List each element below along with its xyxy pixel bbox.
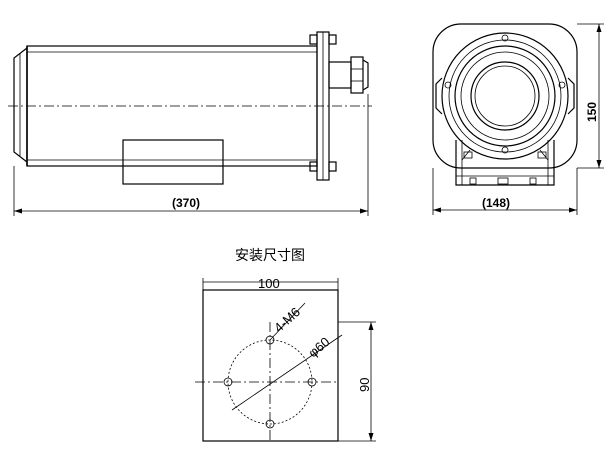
height-dimension: 150 <box>585 102 599 122</box>
mounting-plate-view: 4-M6 φ60 100 90 <box>195 276 376 442</box>
front-view: 150 (148) <box>432 23 604 215</box>
width-dimension: (148) <box>482 196 510 210</box>
drawing-caption: 安装尺寸图 <box>235 247 305 263</box>
holes-label: 4-M6 <box>271 304 303 335</box>
plate-width-dimension: 100 <box>258 276 280 291</box>
plate-height-dimension: 90 <box>357 378 372 392</box>
side-view: (370) <box>8 31 372 216</box>
pcd-label: φ60 <box>305 334 332 360</box>
length-dimension: (370) <box>172 196 200 210</box>
